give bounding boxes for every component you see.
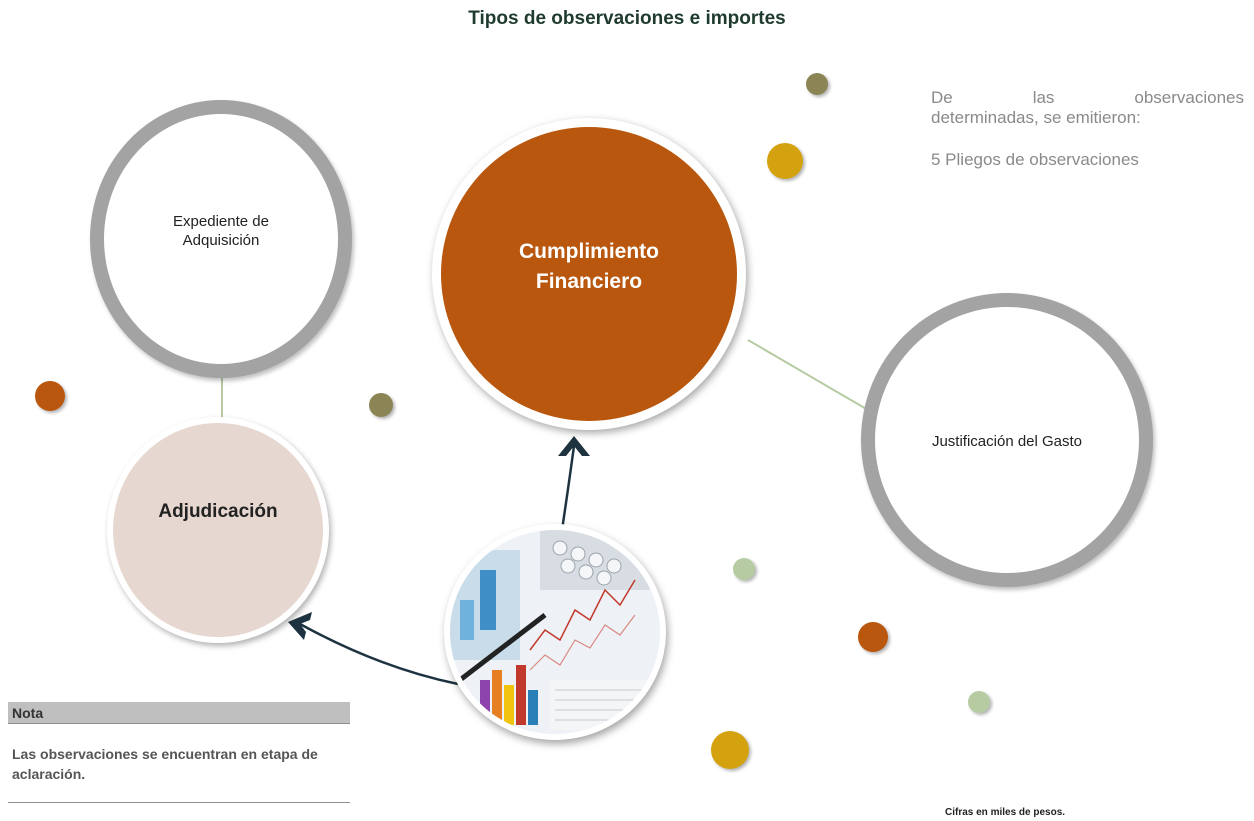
arrow-to-adjudicacion — [299, 622, 459, 686]
node-cumplimiento-label: Cumplimiento Financiero — [519, 240, 659, 293]
connector-cumplimiento-justificacion — [747, 339, 869, 411]
node-adjudicacion: Adjudicación — [107, 417, 329, 643]
note-header: Nota — [8, 702, 350, 724]
node-expediente-adquisicion: Expediente de Adquisición — [90, 100, 352, 378]
arrow-to-adjudicacion-head — [288, 612, 312, 640]
page-title: Tipos de observaciones e importes — [468, 8, 786, 29]
decor-dot-sage-mid — [733, 558, 755, 580]
financial-charts-illustration — [450, 530, 660, 734]
units-footnote: Cifras en miles de pesos. — [945, 807, 1066, 818]
note-body: Las observaciones se encuentran en etapa… — [12, 746, 318, 782]
note-divider — [8, 802, 350, 803]
arrow-to-cumplimiento — [560, 445, 576, 531]
financial-charts-image — [444, 524, 666, 740]
summary-pliegos-count: 5 Pliegos de observaciones — [931, 150, 1139, 169]
node-cumplimiento-financiero: Cumplimiento Financiero — [432, 118, 746, 430]
node-expediente-label: Expediente de Adquisición — [173, 213, 269, 249]
decor-dot-orange-right — [858, 622, 888, 652]
decor-dot-olive-mid — [369, 393, 393, 417]
decor-dot-gold-top — [767, 143, 803, 179]
node-justificacion-gasto: Justificación del Gasto — [861, 293, 1153, 587]
decor-dot-orange-left — [35, 381, 65, 411]
node-adjudicacion-label: Adjudicación — [158, 501, 278, 522]
decor-dot-sage-right — [968, 691, 990, 713]
decor-dot-olive-top — [806, 73, 828, 95]
node-justificacion-label: Justificación del Gasto — [931, 433, 1083, 450]
summary-intro: De las observaciones determinadas, se em… — [931, 88, 1244, 128]
summary-intro-word: las — [1032, 88, 1055, 107]
decor-dot-gold-bottom — [711, 731, 749, 769]
arrow-to-cumplimiento-head — [558, 436, 590, 456]
summary-intro-word: De — [931, 88, 953, 107]
summary-intro-line2: determinadas, se emitieron: — [931, 108, 1141, 127]
observaciones-summary: De las observaciones determinadas, se em… — [931, 88, 1244, 170]
summary-intro-word: observaciones — [1134, 88, 1244, 107]
